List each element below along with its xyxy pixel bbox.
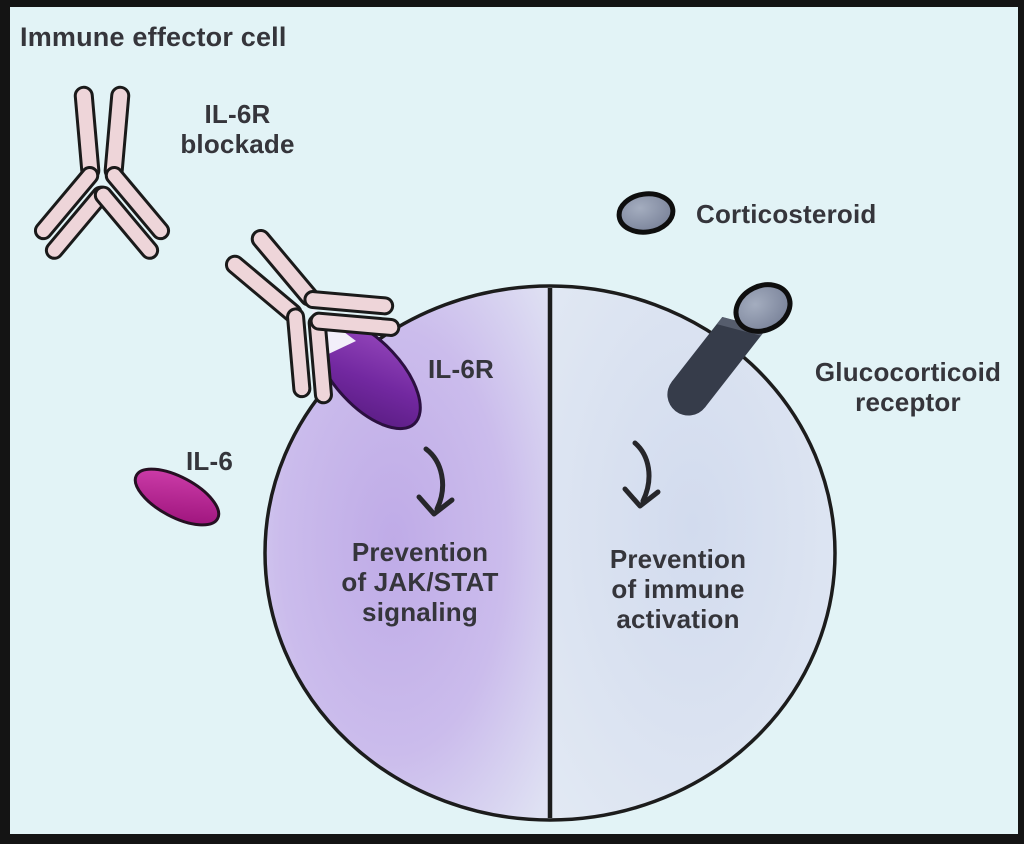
corticosteroid-molecule-shape [616, 191, 676, 235]
immune-effector-cell-label: Immune effector cell [20, 22, 287, 52]
down-arrow-right-icon [622, 440, 661, 509]
il6r-label: IL-6R [428, 354, 494, 384]
glucocorticoid-receptor-label: Glucocorticoid receptor [814, 357, 1002, 418]
corticosteroid-label: Corticosteroid [696, 199, 877, 229]
il6-molecule-shape [133, 467, 221, 527]
down-arrow-left-icon [416, 446, 455, 517]
immune-cell-circle [263, 284, 837, 822]
corticosteroid-bound-shape [733, 282, 793, 334]
prevention-immune-label: Prevention of immune activation [609, 544, 747, 635]
prevention-jakstat-label: Prevention of JAK/STAT signaling [341, 537, 499, 628]
il6r-blockade-label: IL-6R blockade [180, 99, 295, 160]
cell-right-half [550, 286, 835, 820]
il6-label: IL-6 [186, 446, 234, 476]
cell-left-half [265, 286, 550, 820]
cell-membrane-outline [263, 284, 837, 822]
